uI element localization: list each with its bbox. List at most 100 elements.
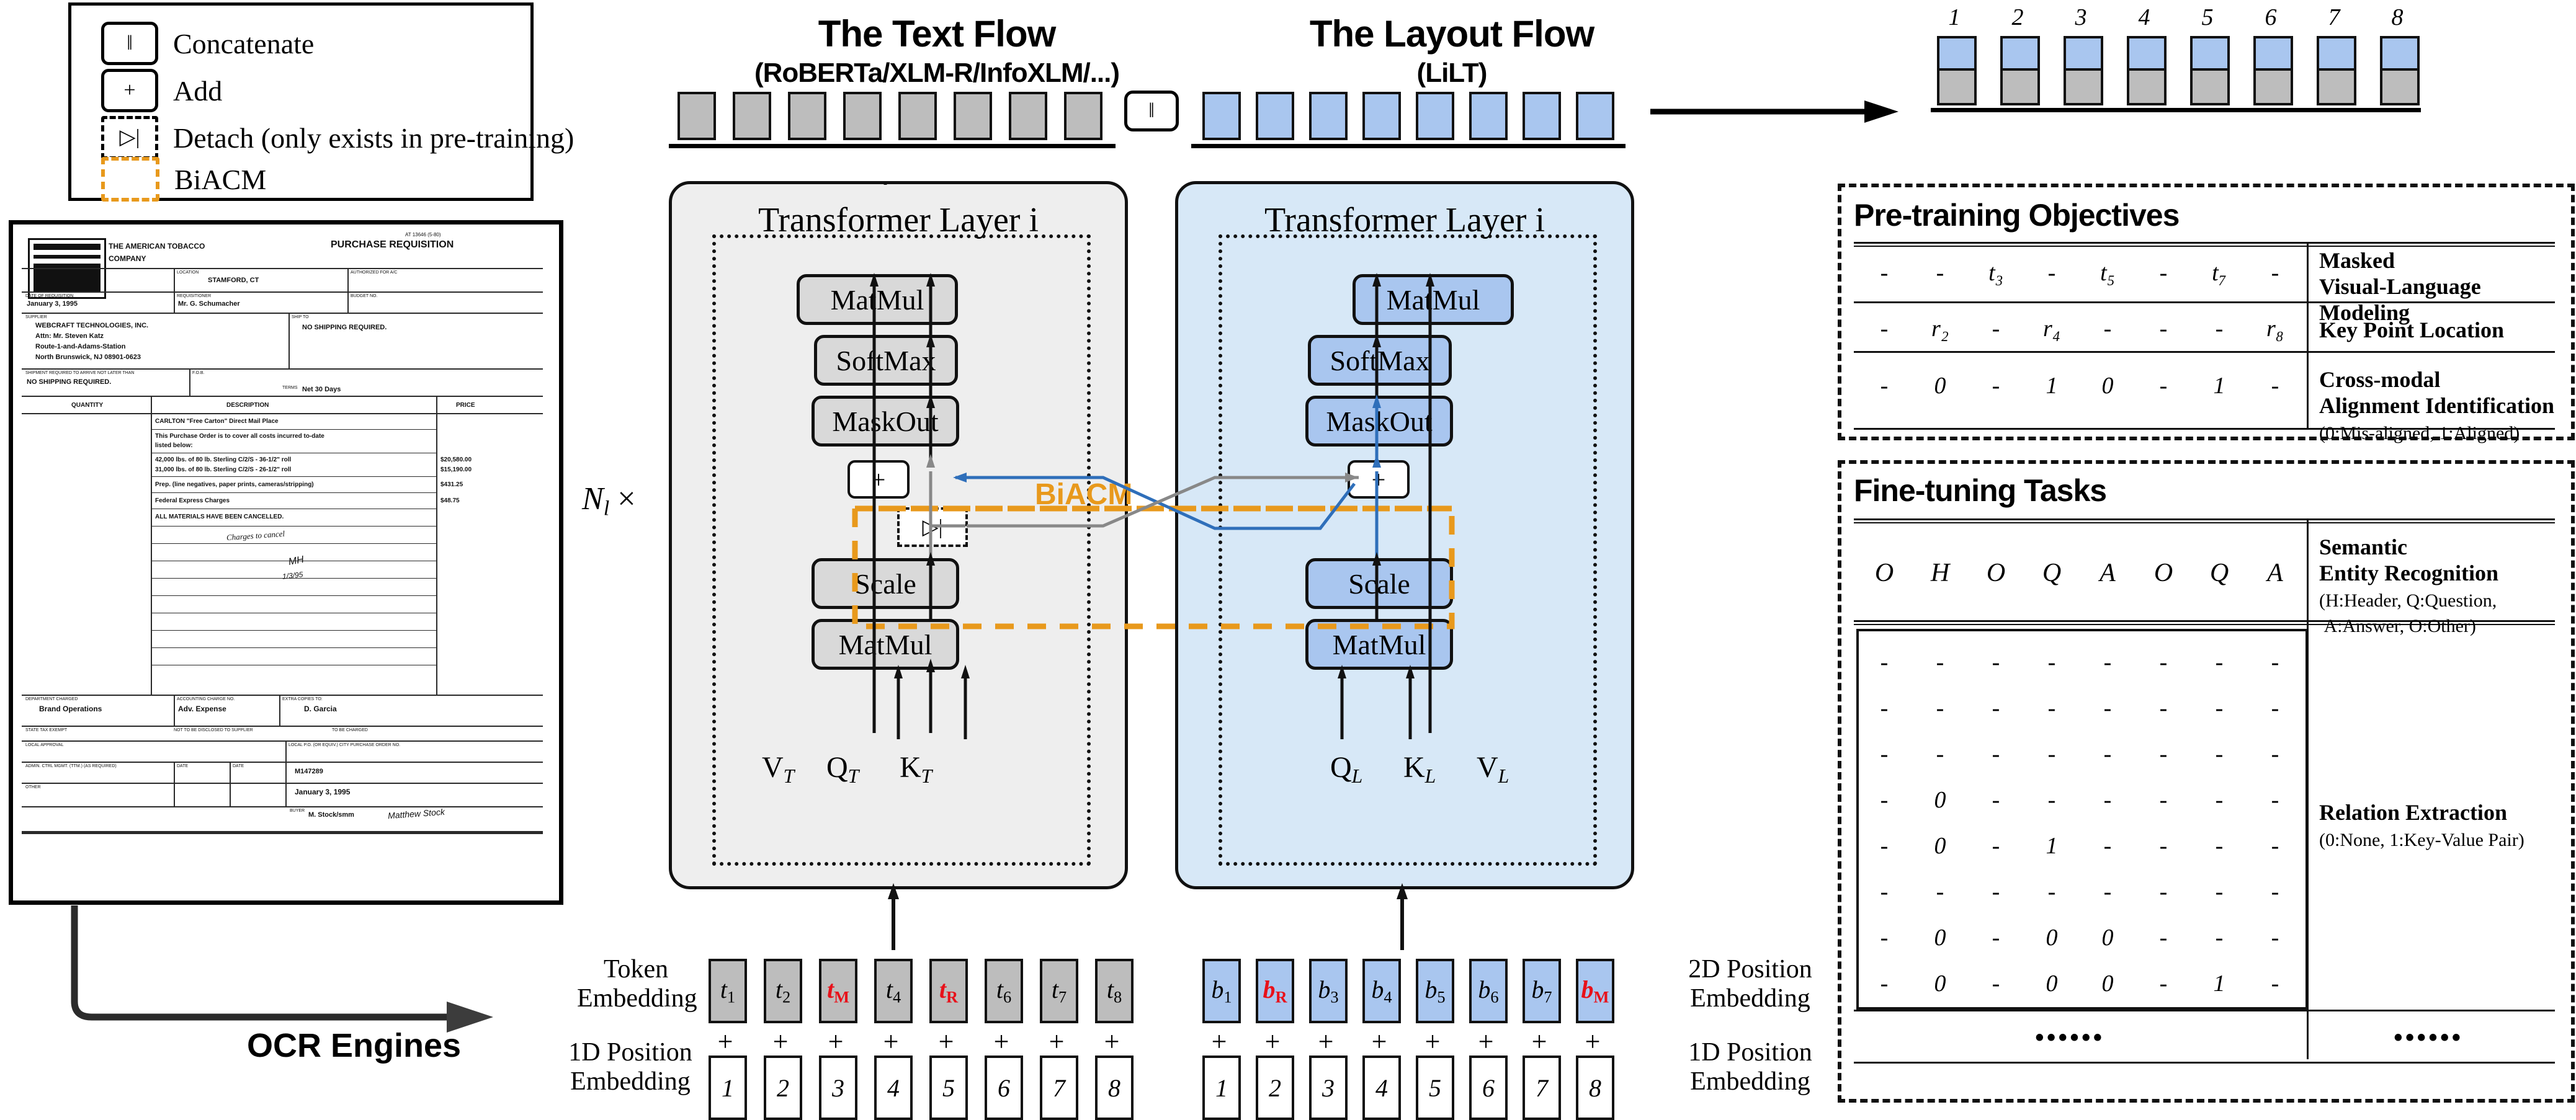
layout-token-embedding: b5: [1416, 959, 1454, 1023]
doc-footer-m-number: M147289: [295, 768, 323, 775]
ser-note-line2: A:Answer, O:Other): [2319, 616, 2476, 637]
concatenate-node: ‖: [1124, 91, 1179, 131]
pretraining-cell: t₃: [1988, 260, 2003, 286]
re-note: (0:None, 1:Key-Value Pair): [2319, 829, 2525, 850]
embedding-plus-sign: +: [1264, 1026, 1281, 1057]
text-position-embedding: 2: [764, 1056, 802, 1120]
layout-input-q: QL: [1330, 751, 1363, 787]
doc-field-label-auth: AUTHORIZED FOR A/C: [351, 270, 398, 275]
layout-token-embedding: bM: [1576, 959, 1614, 1023]
ser-cell: O: [2153, 559, 2173, 587]
doc-row-5: Prep. (line negatives, paper prints, cam…: [155, 481, 314, 488]
layout-matmul-top: MatMul: [1353, 274, 1514, 325]
re-matrix-cell: -: [1936, 879, 1944, 905]
doc-price-4: $15,190.00: [441, 466, 472, 473]
doc-col-qty: QUANTITY: [71, 402, 104, 409]
pretraining-cell: -: [1992, 316, 2000, 342]
layout-output-square: [1202, 92, 1241, 140]
doc-field-location: STAMFORD, CT: [208, 277, 259, 284]
doc-field-label-budget: BUDGET NO.: [351, 294, 378, 298]
output-bar: [1937, 36, 1977, 105]
text-output-square: [733, 92, 771, 140]
text-position-embedding: 3: [819, 1056, 857, 1120]
re-matrix-cell: 0: [1934, 787, 1946, 813]
text-position-embedding: 6: [985, 1056, 1023, 1120]
layout-flow-subtitle: (LiLT): [1416, 58, 1488, 88]
layout-scale: Scale: [1305, 558, 1453, 609]
ser-name-line2: Entity Recognition: [2319, 560, 2499, 585]
pretraining-cell: -: [1936, 260, 1944, 286]
re-matrix-cell: 1: [2046, 833, 2058, 859]
add-glyph: +: [123, 79, 136, 102]
ser-cell: A: [2100, 559, 2116, 587]
re-matrix-cell: -: [1880, 695, 1889, 721]
output-bar: [2253, 36, 2293, 105]
doc-footer-label-admin: ADMIN. CTRL MGMT. (TTM.) (AS REQUIRED): [25, 764, 117, 768]
layout-position-embedding: 4: [1362, 1056, 1401, 1120]
pretraining-cell: -: [2271, 373, 2279, 399]
re-matrix-cell: -: [1880, 833, 1889, 859]
output-bar: [2190, 36, 2230, 105]
re-matrix-cell: -: [1992, 695, 2000, 721]
text-softmax: SoftMax: [814, 335, 958, 386]
pretraining-cell: -: [1992, 373, 2000, 399]
text-token-embedding: t1: [709, 959, 747, 1023]
doc-footer-label-local: LOCAL APPROVAL: [25, 743, 64, 747]
embedding-plus-sign: +: [1104, 1026, 1120, 1057]
embedding-plus-sign: +: [1424, 1026, 1441, 1057]
doc-field-label-date: DATE OF REQUISITION: [25, 294, 74, 298]
doc-footer-label-statetax: STATE TAX EXEMPT: [25, 728, 68, 732]
re-matrix-cell: 1: [2213, 971, 2225, 997]
embedding-plus-sign: +: [717, 1026, 733, 1057]
re-matrix-cell: -: [2103, 787, 2112, 813]
pretraining-cell: -: [2215, 316, 2224, 342]
text-flow-subtitle: (RoBERTa/XLM-R/InfoXLM/...): [754, 58, 1120, 88]
doc-company: THE AMERICAN TOBACCO: [109, 242, 205, 251]
doc-field-requisitioner: Mr. G. Schumacher: [178, 300, 240, 308]
layout-output-square: [1576, 92, 1614, 140]
text-output-square: [954, 92, 992, 140]
doc-arrive: NO SHIPPING REQUIRED.: [27, 378, 112, 386]
doc-field-label-terms: TERMS: [282, 386, 298, 390]
output-bar: [2127, 36, 2167, 105]
text-flow-header: The Text Flow (RoBERTa/XLM-R/InfoXLM/...…: [633, 12, 1241, 89]
doc-field-label-fob: F.O.B.: [192, 371, 205, 375]
embedding-plus-sign: +: [1478, 1026, 1494, 1057]
legend-item-concatenate: ‖ Concatenate: [101, 22, 314, 65]
pretraining-cell: -: [2047, 260, 2056, 286]
re-matrix-cell: 0: [2046, 971, 2058, 997]
pretraining-cell: -: [1880, 260, 1889, 286]
layout-output-square: [1469, 92, 1508, 140]
text-position-embedding: 8: [1095, 1056, 1134, 1120]
doc-field-date: January 3, 1995: [27, 300, 78, 308]
layout-add-node: +: [1348, 460, 1410, 499]
re-description: Relation Extraction (0:None, 1:Key-Value…: [2319, 800, 2525, 852]
pretraining-cell: -: [2159, 260, 2168, 286]
re-matrix-cell: -: [1880, 971, 1889, 997]
re-name: Relation Extraction: [2319, 800, 2507, 825]
re-matrix-cell: -: [2215, 695, 2224, 721]
re-matrix-cell: -: [2271, 879, 2279, 905]
output-bar-layout-part: [2003, 38, 2037, 71]
ser-cell: Q: [2042, 559, 2062, 587]
legend-item-detach: ▷| Detach (only exists in pre-training): [101, 116, 574, 159]
embedding-plus-sign: +: [883, 1026, 899, 1057]
re-matrix-cell: 0: [1934, 971, 1946, 997]
ser-cell: A: [2267, 559, 2283, 587]
doc-footer-label-other: OTHER: [25, 785, 41, 789]
re-matrix-cell: -: [2271, 833, 2279, 859]
re-matrix-cell: 0: [1934, 833, 1946, 859]
layout-token-embedding: b6: [1469, 959, 1508, 1023]
layout-position-embedding: 8: [1576, 1056, 1614, 1120]
pretraining-cell: -: [1880, 373, 1889, 399]
ser-cell: O: [1986, 559, 2006, 587]
biacm-region: [852, 505, 1455, 629]
re-matrix-cell: -: [2159, 787, 2168, 813]
